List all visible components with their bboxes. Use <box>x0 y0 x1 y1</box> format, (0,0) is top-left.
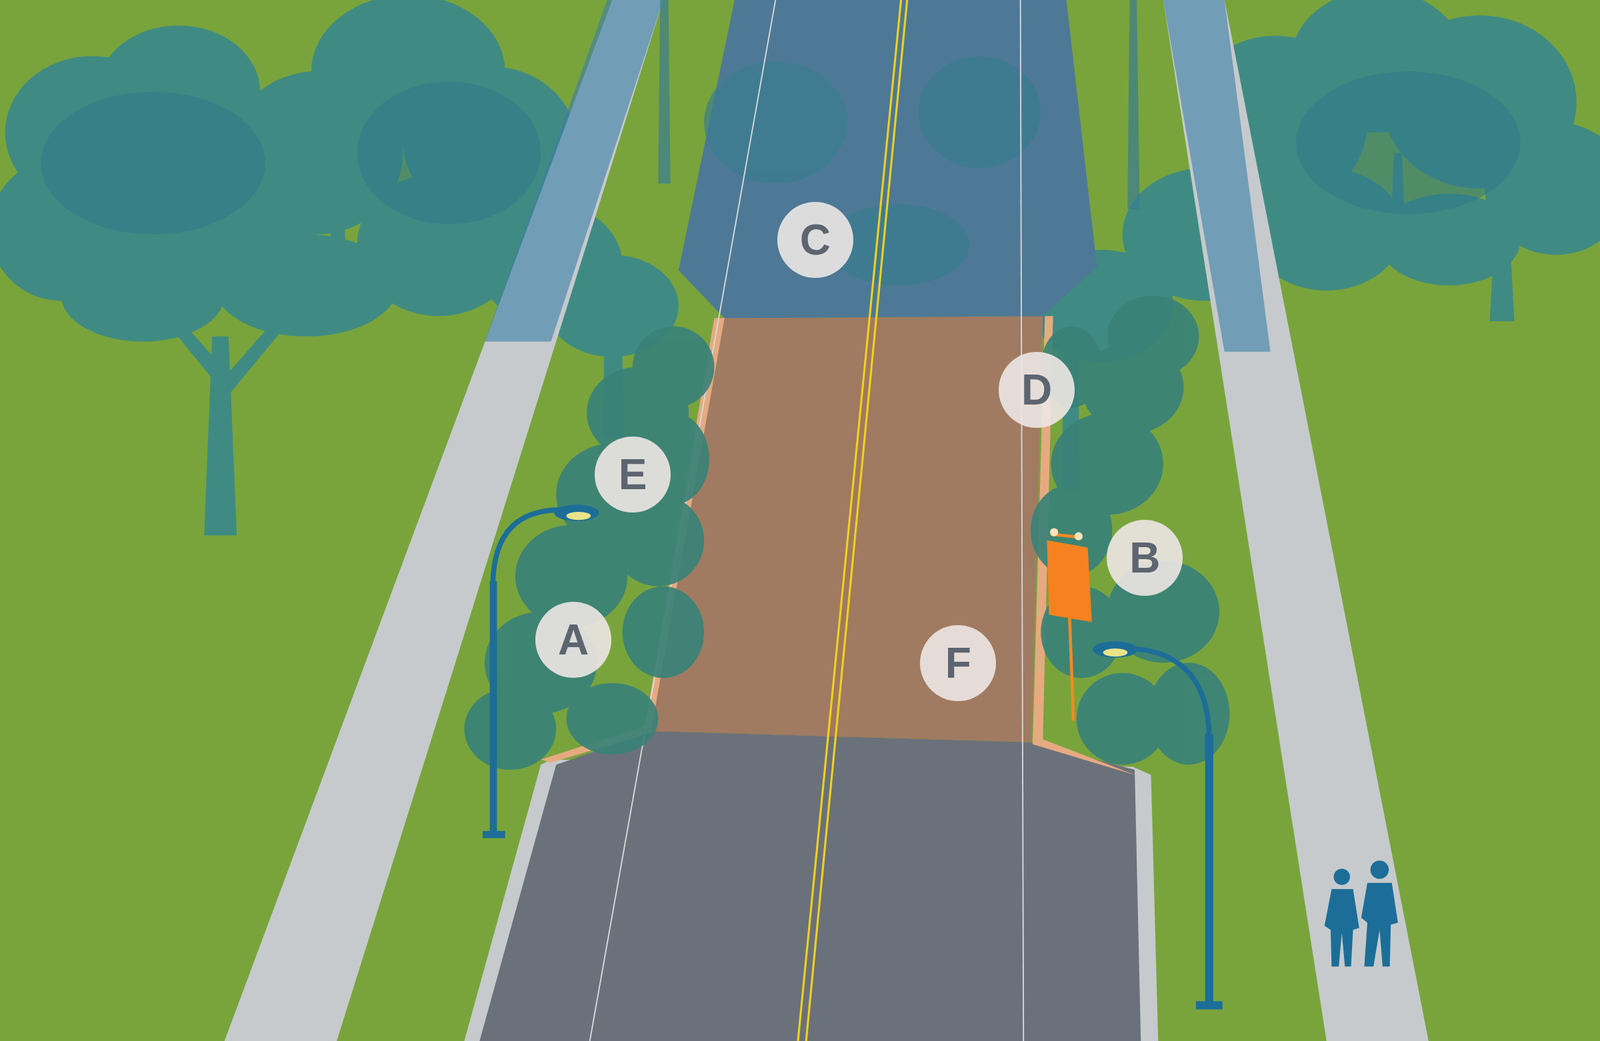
lane-line <box>590 0 776 1041</box>
right-streetlight <box>1092 641 1222 1010</box>
callout-circle: E <box>594 436 671 513</box>
callout-circle: A <box>535 602 612 678</box>
haze-left <box>484 0 664 342</box>
callout-circle-fill <box>1106 520 1183 596</box>
haze-road <box>678 0 1098 318</box>
callout-letter: F <box>945 642 972 685</box>
center-line <box>798 0 902 1041</box>
callout-letter: E <box>618 453 648 496</box>
callout-circle: F <box>920 625 996 702</box>
haze-right <box>1163 0 1271 352</box>
callout-circle: D <box>998 352 1075 428</box>
callout-letter: B <box>1129 536 1160 580</box>
crossing-sign <box>1046 528 1092 721</box>
callout-circle: C <box>777 202 854 278</box>
left-shrubs <box>464 326 714 770</box>
haze-tree-shapes <box>658 0 1140 286</box>
lane-line <box>1020 0 1024 1041</box>
callout-circle-fill <box>535 602 612 678</box>
callout-circle-fill <box>777 202 854 278</box>
right-sidewalk <box>1163 0 1429 1041</box>
callout-circle: B <box>1106 520 1183 596</box>
pedestrians <box>1324 860 1398 967</box>
callout-letter: D <box>1021 368 1052 412</box>
callout-circle-fill <box>594 436 671 513</box>
callout-circle-fill <box>920 625 996 702</box>
center-line <box>806 0 908 1041</box>
callout-circle-fill <box>998 352 1075 428</box>
road-beyond <box>678 0 1098 318</box>
callout-letter: C <box>800 218 831 262</box>
callout-letter: A <box>558 618 589 662</box>
